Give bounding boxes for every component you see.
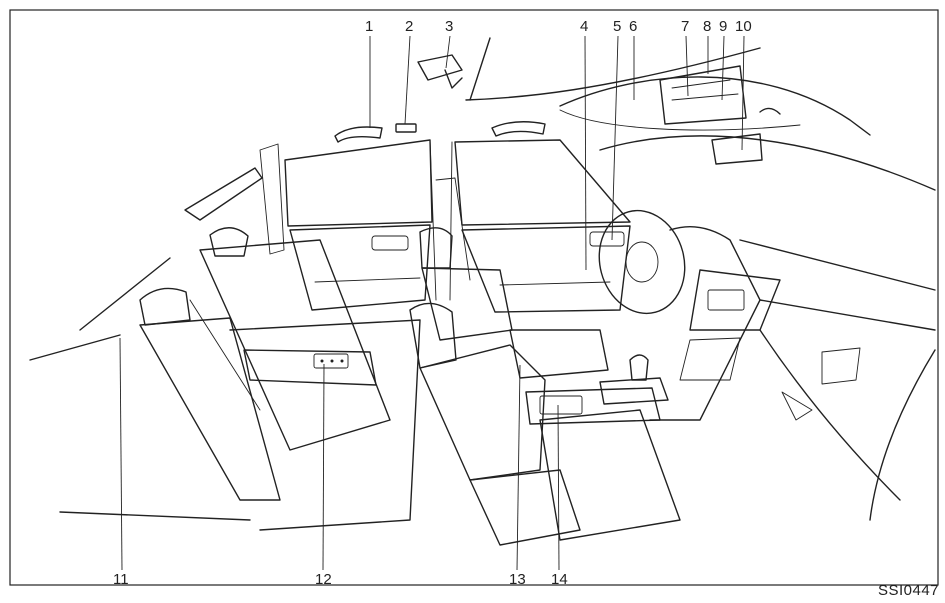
dashboard (598, 209, 936, 521)
callout-1: 1 (365, 18, 374, 35)
callout-7: 7 (681, 18, 690, 35)
overhead-console (395, 54, 781, 165)
assist-grips (334, 121, 546, 143)
leader-lines (119, 35, 745, 571)
door-panels (289, 224, 631, 313)
callout-6: 6 (629, 18, 638, 35)
rear-armrest (243, 349, 377, 386)
roof-lines (465, 37, 936, 191)
callout-3: 3 (445, 18, 454, 35)
side-windows (284, 139, 631, 301)
figure-code: SSI0447 (877, 582, 939, 599)
callout-9: 9 (719, 18, 728, 35)
callout-5: 5 (613, 18, 622, 35)
callout-8: 8 (703, 18, 712, 35)
rear-seat (139, 143, 421, 531)
callout-2: 2 (405, 18, 414, 35)
floor-lines (29, 257, 251, 521)
callout-4: 4 (580, 18, 589, 35)
callout-13: 13 (509, 571, 526, 588)
front-seats (409, 177, 681, 546)
callout-11: 11 (113, 571, 129, 588)
callout-10: 10 (735, 18, 752, 35)
figure-border (9, 9, 939, 586)
callout-14: 14 (551, 571, 568, 588)
callout-12: 12 (315, 571, 332, 588)
